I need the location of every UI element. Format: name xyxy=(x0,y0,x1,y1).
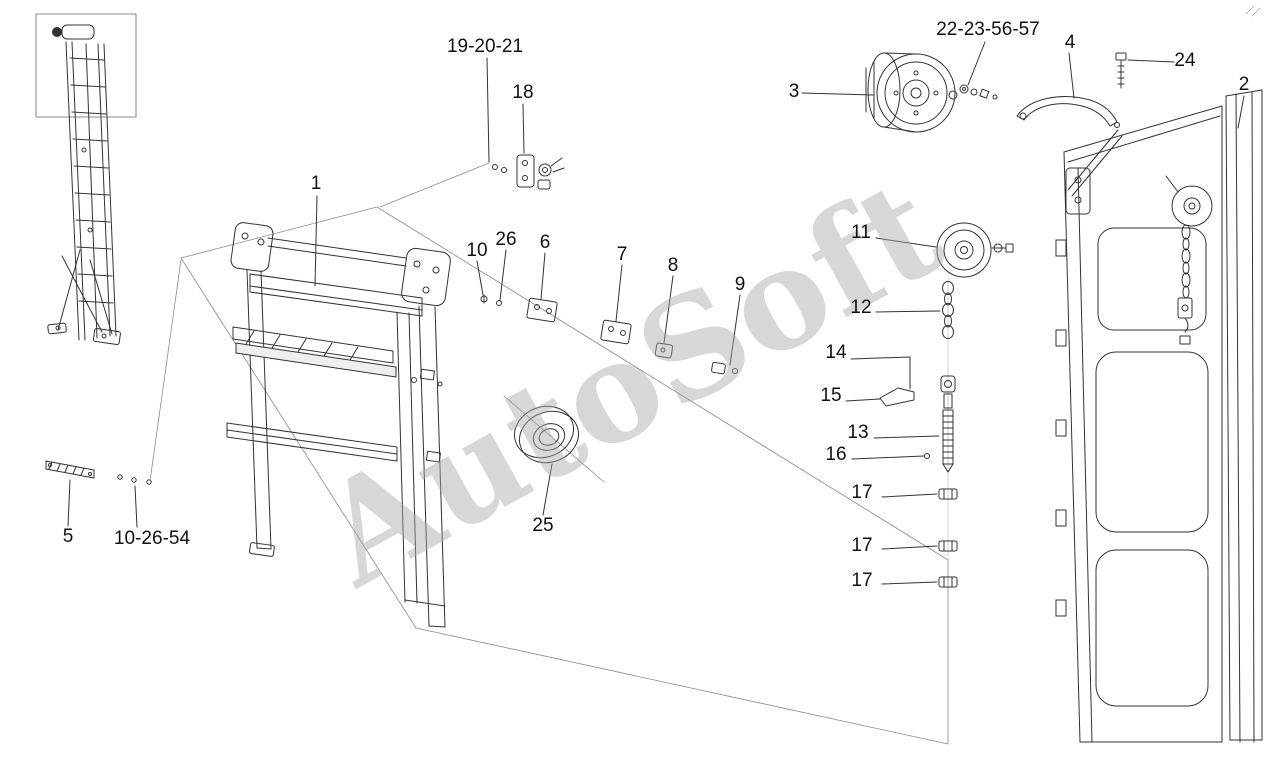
rod-13-drawing xyxy=(851,375,956,473)
part-label-14: 14 xyxy=(825,342,847,363)
chain-12-drawing xyxy=(875,281,954,339)
part-label-10: 10 xyxy=(466,240,488,261)
part-label-17a: 17 xyxy=(851,482,873,503)
part-label-25: 25 xyxy=(532,515,554,536)
bracket-14-15-drawing xyxy=(845,356,915,407)
part-label-10-26-54: 10-26-54 xyxy=(113,528,191,549)
part-label-12: 12 xyxy=(850,297,872,318)
part-label-2: 2 xyxy=(1238,74,1250,95)
part-label-3: 3 xyxy=(788,81,800,102)
part-label-26: 26 xyxy=(495,229,517,250)
part-label-19-20-21: 19-20-21 xyxy=(446,36,524,57)
stowed-platform-drawing xyxy=(35,13,137,345)
part-label-6: 6 xyxy=(539,232,551,253)
part-label-16: 16 xyxy=(825,444,847,465)
hinge-18-drawing xyxy=(379,57,565,208)
motor-3-drawing xyxy=(801,52,958,133)
part-label-24: 24 xyxy=(1174,50,1196,71)
part-label-4: 4 xyxy=(1064,32,1076,53)
part-label-22-23-56-57: 22-23-56-57 xyxy=(936,19,1040,40)
part-label-17b: 17 xyxy=(851,535,873,556)
part-label-1: 1 xyxy=(310,173,322,194)
part-label-18: 18 xyxy=(512,82,534,103)
bolt-24-drawing xyxy=(1115,52,1175,89)
platform-plate-outline xyxy=(180,206,949,745)
fasteners-22-23-56-57-drawing xyxy=(959,41,998,100)
part-label-9: 9 xyxy=(734,274,746,295)
plates-6-7-8-9-drawing xyxy=(476,249,741,375)
part-label-11: 11 xyxy=(851,222,871,243)
nuts-17-drawing xyxy=(881,488,958,588)
part-label-5: 5 xyxy=(62,526,74,547)
bracket-5-drawing xyxy=(45,259,182,528)
part-label-17c: 17 xyxy=(851,570,873,591)
pulley-11-drawing xyxy=(875,222,1014,278)
bracket-4-drawing xyxy=(1016,52,1120,128)
bushing-25-drawing xyxy=(503,395,605,516)
part-label-13: 13 xyxy=(847,422,869,443)
part-label-7: 7 xyxy=(616,244,628,265)
part-label-15: 15 xyxy=(820,385,842,406)
platform-frame-drawing xyxy=(226,195,451,628)
part-label-8: 8 xyxy=(667,255,679,276)
column-2-drawing xyxy=(1055,5,1263,743)
